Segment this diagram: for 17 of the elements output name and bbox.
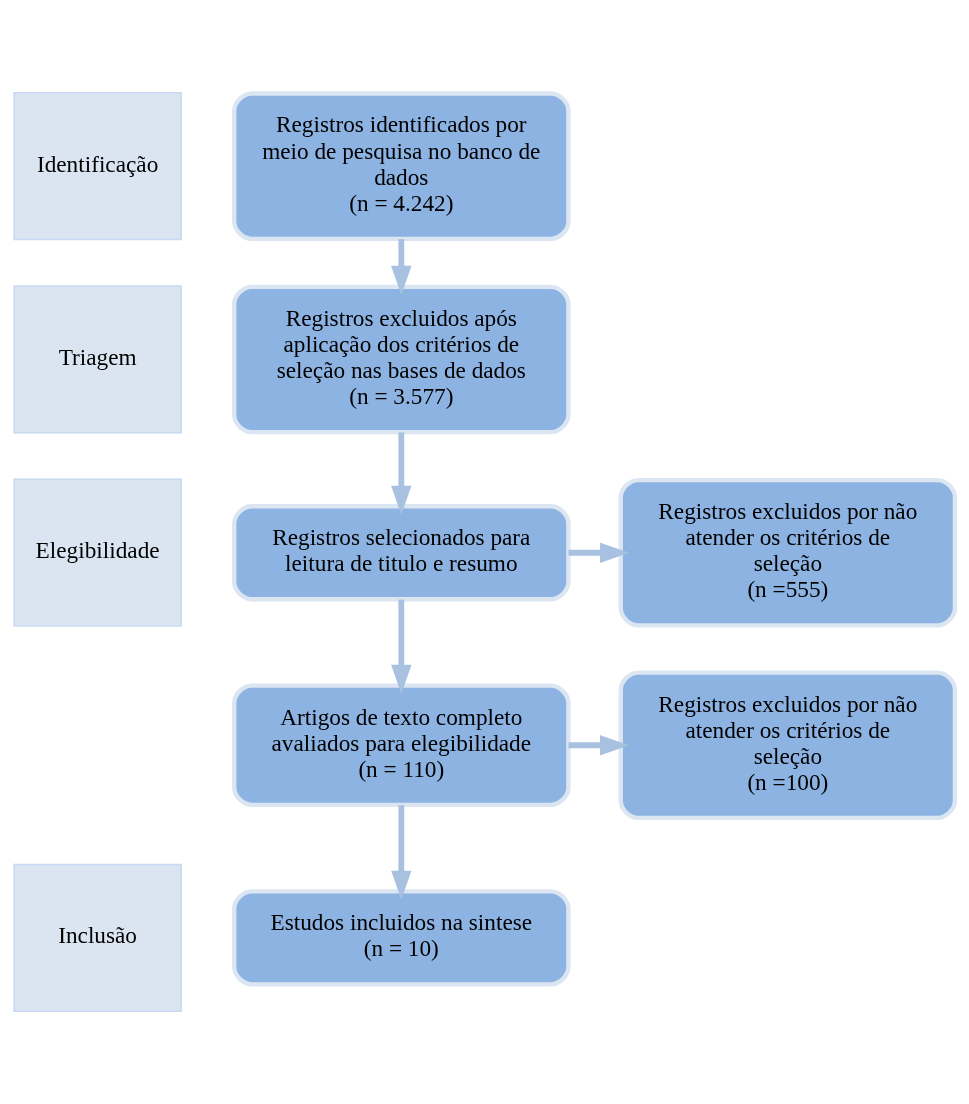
node-box: Estudos incluidos na sintese (n = 10) [232,889,571,987]
node-box: Identificação [13,92,182,241]
arrow [391,432,412,515]
node-box: Artigos de texto completo avaliados para elegibilidade (n = 110) [232,683,571,807]
node-box: Registros identificados por meio de pesquisa no banco de dados (n = 4.242) [232,91,571,242]
node-box: Registros excluidos por não atender os critérios de seleção (n =555) [618,477,958,628]
node-box: Inclusão [13,863,182,1012]
node-box: Registros selecionados para leitura de titulo e resumo [232,504,571,602]
node-box: Registros excluidos após aplicação dos critérios de seleção nas bases de dados (n = 3.577) [232,284,571,435]
node-box: Registros excluidos por não atender os critérios de seleção (n =100) [618,670,958,821]
node-box: Triagem [13,285,182,434]
arrow [568,542,630,563]
arrow [391,805,412,900]
arrow [391,239,412,295]
arrow [568,735,630,756]
node-box: Elegibilidade [13,478,182,627]
arrow [391,599,412,694]
